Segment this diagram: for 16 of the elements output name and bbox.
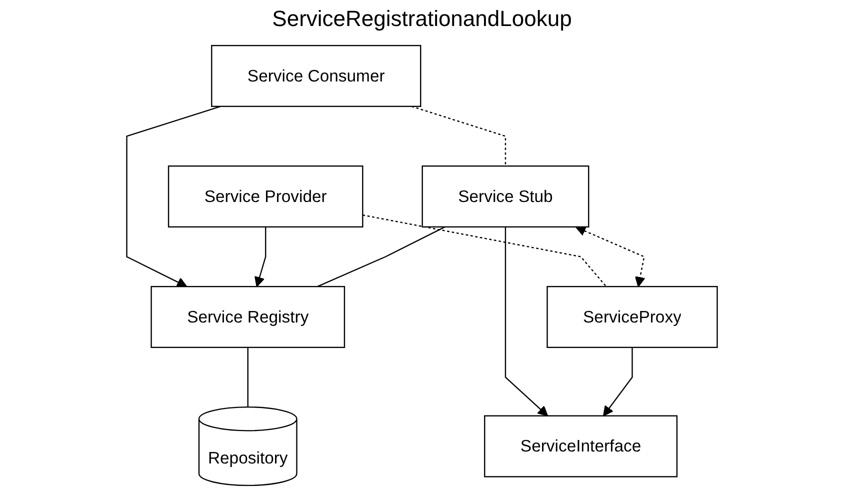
arrow <box>254 226 266 288</box>
node-box: ServiceInterface <box>484 415 678 478</box>
node-box: ServiceProxy <box>546 286 718 348</box>
arrow <box>575 226 646 288</box>
arrow <box>602 347 633 416</box>
node-box: Service Stub <box>422 165 590 228</box>
arrow <box>504 226 548 416</box>
connector <box>317 226 446 288</box>
connector <box>247 347 248 408</box>
node-box: Service Registry <box>150 286 346 348</box>
node-box: Service Consumer <box>211 44 422 107</box>
arrow <box>126 106 221 288</box>
node-box: Service Provider <box>168 165 364 228</box>
connector <box>362 214 607 287</box>
diagram-title: ServiceRegistrationandLookup <box>272 6 572 32</box>
connector <box>412 106 506 166</box>
